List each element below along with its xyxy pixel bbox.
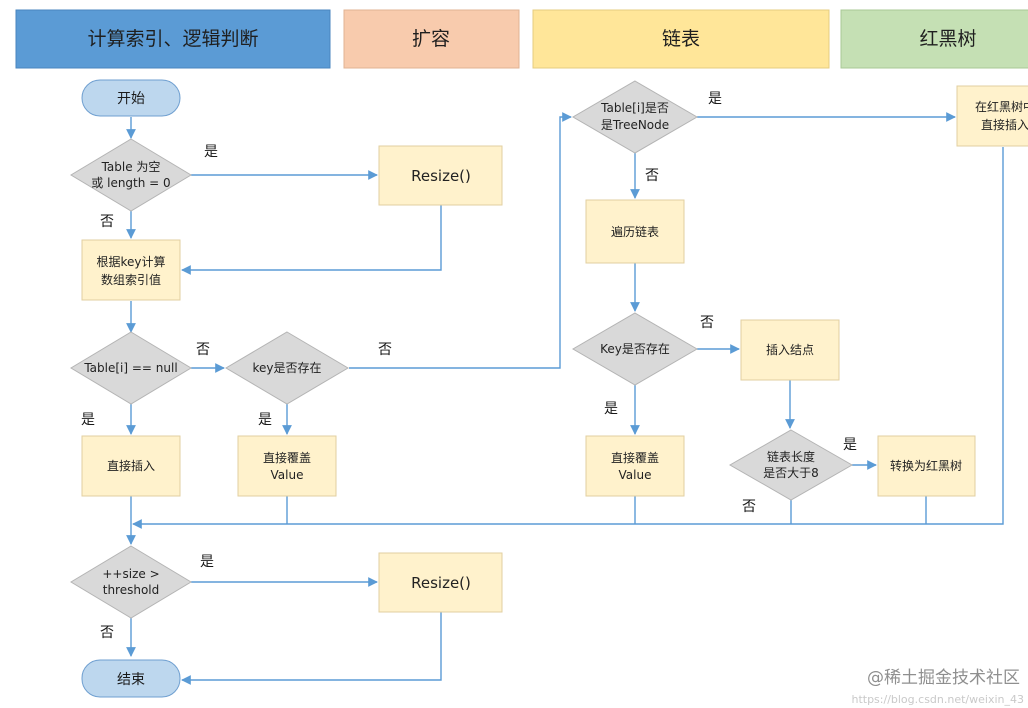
- edge-tree-insert-down: [791, 147, 1004, 525]
- label-length-yes: 是: [843, 437, 857, 453]
- label-treenode-yes: 是: [708, 91, 722, 107]
- process-convert-tree: 转换为红黑树: [877, 435, 976, 497]
- overwrite-2-line2: Value: [619, 468, 652, 482]
- treenode-line1: Table[i]是否: [600, 101, 669, 115]
- convert-tree-label: 转换为红黑树: [890, 458, 962, 473]
- treenode-line2: 是TreeNode: [601, 118, 669, 132]
- decision-table-empty-line2: 或 length = 0: [91, 176, 170, 190]
- header-compute-logic-label: 计算索引、逻辑判断: [87, 28, 258, 50]
- process-resize-1: Resize(): [378, 145, 503, 206]
- threshold-line2: threshold: [103, 583, 160, 597]
- overwrite-1-line1: 直接覆盖: [263, 450, 311, 465]
- header-linked-list: 链表: [532, 9, 830, 69]
- traverse-list-label: 遍历链表: [611, 224, 659, 239]
- tree-insert-line1: 在红黑树中: [975, 99, 1028, 114]
- decision-table-null: Table[i] == null: [70, 331, 192, 405]
- insert-node-label: 插入结点: [766, 343, 814, 357]
- header-resize-label: 扩容: [412, 28, 450, 50]
- label-key1-yes: 是: [258, 412, 272, 428]
- key-exists-1-label: key是否存在: [252, 361, 321, 375]
- edge-resize1-to-compute: [181, 205, 442, 275]
- insert-direct-label: 直接插入: [107, 458, 155, 473]
- label-threshold-no: 否: [100, 625, 114, 641]
- decision-key-exists-1: key是否存在: [225, 331, 349, 405]
- label-empty-yes: 是: [204, 144, 218, 160]
- edge-key1-no: [349, 112, 572, 369]
- list-length-line1: 链表长度: [767, 449, 815, 464]
- decision-list-length: 链表长度 是否大于8: [728, 429, 854, 501]
- label-key1-no: 否: [378, 342, 392, 358]
- start-label: 开始: [117, 91, 145, 107]
- label-key2-yes: 是: [604, 401, 618, 417]
- decision-table-empty: Table 为空 或 length = 0: [70, 138, 192, 212]
- decision-threshold: ++size > threshold: [70, 545, 192, 619]
- edge-labels: 是 否 否 是 是 否 是 否 否 是 是 否 是 否: [81, 91, 857, 641]
- label-key2-no: 否: [700, 315, 714, 331]
- watermark-csdn: https://blog.csdn.net/weixin_43: [851, 693, 1024, 706]
- overwrite-2-line1: 直接覆盖: [611, 450, 659, 465]
- header-resize: 扩容: [343, 9, 520, 69]
- decision-table-null-label: Table[i] == null: [83, 361, 177, 375]
- tree-insert-line2: 直接插入: [981, 117, 1028, 132]
- end-terminal: 结束: [81, 659, 181, 698]
- label-empty-no: 否: [100, 214, 114, 230]
- decision-treenode: Table[i]是否 是TreeNode: [572, 80, 698, 154]
- process-insert-direct: 直接插入: [81, 435, 181, 497]
- watermark-juejin: @稀土掘金技术社区: [867, 668, 1020, 688]
- start-terminal: 开始: [81, 79, 181, 117]
- decision-key-exists-2: Key是否存在: [572, 312, 698, 386]
- threshold-line1: ++size >: [102, 567, 159, 581]
- label-null-yes: 是: [81, 412, 95, 428]
- compute-index-line2: 数组索引值: [101, 272, 161, 287]
- label-threshold-yes: 是: [200, 554, 214, 570]
- compute-index-line1: 根据key计算: [96, 254, 165, 269]
- end-label: 结束: [117, 672, 145, 688]
- process-insert-node: 插入结点: [740, 319, 840, 381]
- resize-1-label: Resize(): [411, 167, 471, 185]
- header-compute-logic: 计算索引、逻辑判断: [15, 9, 331, 69]
- header-red-black-tree-label: 红黑树: [919, 28, 976, 50]
- list-length-line2: 是否大于8: [763, 466, 819, 480]
- header-red-black-tree: 红黑树: [840, 9, 1028, 69]
- process-compute-index: 根据key计算 数组索引值: [81, 239, 181, 301]
- resize-2-label: Resize(): [411, 574, 471, 592]
- header-linked-list-label: 链表: [662, 28, 700, 50]
- label-length-no: 否: [742, 499, 756, 515]
- process-tree-insert: 在红黑树中 直接插入: [956, 85, 1028, 147]
- overwrite-1-line2: Value: [271, 468, 304, 482]
- process-resize-2: Resize(): [378, 552, 503, 613]
- process-overwrite-1: 直接覆盖 Value: [237, 435, 337, 497]
- edge-resize2-to-end: [181, 612, 442, 685]
- process-traverse-list: 遍历链表: [585, 199, 685, 264]
- process-overwrite-2: 直接覆盖 Value: [585, 435, 685, 497]
- key-exists-2-label: Key是否存在: [600, 342, 670, 356]
- connectors: [126, 112, 1004, 685]
- label-null-no: 否: [196, 342, 210, 358]
- label-treenode-no: 否: [645, 168, 659, 184]
- decision-table-empty-line1: Table 为空: [101, 160, 161, 174]
